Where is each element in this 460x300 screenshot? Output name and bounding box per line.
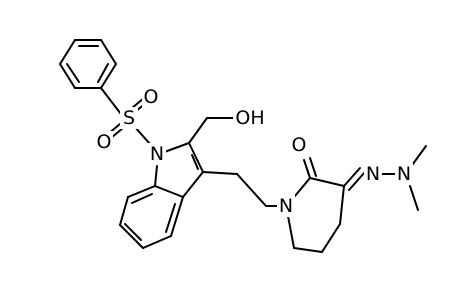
bond xyxy=(100,63,117,89)
bond xyxy=(100,39,117,65)
atom-label-o: O xyxy=(292,134,307,156)
atom-n-hydrazone: N xyxy=(364,163,382,185)
atom-n-dimethyl: N xyxy=(395,163,413,185)
atom-label-n: N xyxy=(366,163,380,185)
bond xyxy=(131,193,153,204)
atom-o-sulfonyl-bottom: O xyxy=(95,131,113,153)
bond xyxy=(321,223,341,253)
atom-o-sulfonyl-top: O xyxy=(142,86,160,108)
atom-label-o: O xyxy=(97,131,112,153)
bond xyxy=(294,177,311,197)
atom-labels: OH O S O N O N N xyxy=(95,86,413,217)
bond xyxy=(127,185,156,198)
bond xyxy=(66,63,80,83)
bond xyxy=(59,63,76,89)
atom-n-lactam: N xyxy=(277,195,295,217)
bond xyxy=(188,142,204,173)
atom-s: S xyxy=(120,107,138,129)
bond xyxy=(287,215,295,249)
bond xyxy=(182,171,204,198)
atom-label-n: N xyxy=(397,163,411,185)
atom-label-oh: OH xyxy=(235,107,264,129)
bond xyxy=(191,154,199,170)
bond xyxy=(309,157,317,177)
bond xyxy=(119,224,144,249)
atom-label-n: N xyxy=(279,195,293,217)
bond xyxy=(339,185,345,225)
bond xyxy=(165,203,176,233)
bond xyxy=(59,39,76,65)
bond xyxy=(236,173,267,207)
bond xyxy=(343,167,361,187)
atom-label-s: S xyxy=(123,107,135,129)
atom-label-o: O xyxy=(144,86,159,108)
atom-n-indole: N xyxy=(148,143,166,165)
atom-oh: OH xyxy=(233,107,267,129)
bond xyxy=(188,117,208,144)
atom-label-n: N xyxy=(150,143,164,165)
bond xyxy=(170,196,184,237)
bond xyxy=(124,223,142,241)
bond xyxy=(409,185,419,211)
bond xyxy=(119,196,129,226)
atom-o-carbonyl: O xyxy=(290,134,308,156)
bond xyxy=(154,165,158,187)
bonds xyxy=(59,39,427,253)
bond xyxy=(348,171,366,191)
bond xyxy=(309,177,345,187)
bond xyxy=(97,63,109,83)
bond xyxy=(293,247,323,253)
bond xyxy=(154,185,184,198)
bond xyxy=(303,159,311,179)
bond xyxy=(202,171,238,175)
bond xyxy=(142,235,172,249)
